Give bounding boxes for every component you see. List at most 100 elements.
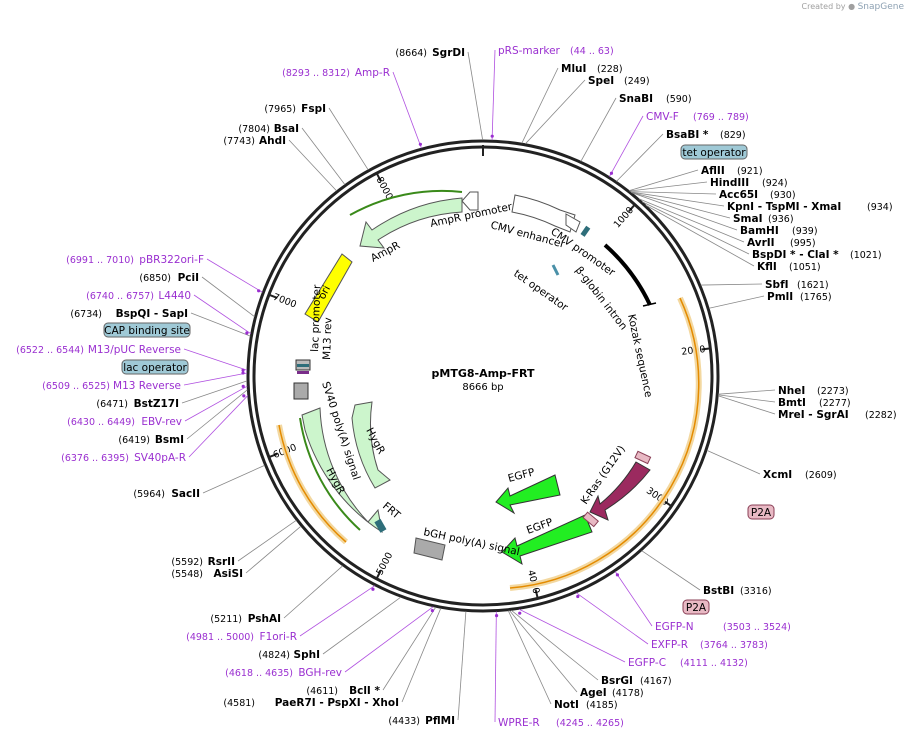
enzyme-position: (6471) xyxy=(96,399,128,410)
tick-mark xyxy=(701,347,710,351)
enzyme-leader-line xyxy=(718,395,776,415)
enzyme-leader-line xyxy=(706,450,761,475)
primer-position: (6430 .. 6449) xyxy=(67,417,135,428)
enzyme-position: (7804) xyxy=(238,124,270,135)
primer-label: F1ori-R xyxy=(260,631,297,643)
primer-position: (6522 .. 6544) xyxy=(16,345,84,356)
enzyme-position: (921) xyxy=(737,166,763,177)
primer-site-mark xyxy=(418,142,422,146)
enzyme-label: AvrII xyxy=(747,237,775,249)
enzyme-position: (4824) xyxy=(258,650,290,661)
enzyme-position: (6850) xyxy=(139,273,171,284)
enzyme-position: (4178) xyxy=(612,688,644,699)
feature-label-frt: FRT xyxy=(380,500,403,522)
enzyme-leader-line xyxy=(509,610,578,693)
frt-mark xyxy=(374,518,387,533)
enzyme-position: (5592) xyxy=(171,557,203,568)
tick-mark xyxy=(269,453,278,458)
primer-site-mark xyxy=(430,609,434,613)
enzyme-label: NheI xyxy=(778,385,805,397)
enzyme-label: SmaI xyxy=(733,213,763,225)
enzyme-leader-line xyxy=(186,389,248,440)
p2a-label-upper: P2A xyxy=(751,507,772,519)
p2a-mark-lower xyxy=(582,511,599,528)
primer-site-mark xyxy=(609,171,614,175)
enzyme-position: (1621) xyxy=(797,280,829,291)
enzyme-leader-line xyxy=(708,295,765,309)
enzyme-leader-line xyxy=(201,276,255,317)
enzyme-label: PaeR7I - PspXI - XhoI xyxy=(275,697,399,709)
enzyme-position: (6734) xyxy=(70,309,102,320)
enzyme-position: (4433) xyxy=(388,716,420,727)
primer-label: EGFP-C xyxy=(628,657,666,669)
enzyme-position: (8664) xyxy=(395,48,427,59)
tick-label: 7000 xyxy=(271,292,298,311)
primer-position: (44 .. 63) xyxy=(570,46,614,57)
hygr-arrow-outer xyxy=(301,407,383,534)
ampr-promoter-arrow xyxy=(461,191,479,211)
enzyme-position: (228) xyxy=(597,64,623,75)
tick-mark xyxy=(534,589,539,598)
primer-position: (6740 .. 6757) xyxy=(86,291,154,302)
enzyme-leader-line xyxy=(457,611,467,721)
primer-label: WPRE-R xyxy=(498,717,540,729)
enzyme-position: (590) xyxy=(666,94,692,105)
enzyme-leader-line xyxy=(629,181,708,192)
ampr-orf-line xyxy=(349,189,463,216)
p2a-box-lower xyxy=(682,599,710,615)
enzyme-label: XcmI xyxy=(763,469,792,481)
p2a-mark-upper xyxy=(634,450,652,465)
primer-position: (6509 .. 6525) xyxy=(42,381,110,392)
primer-label: SV40pA-R xyxy=(134,452,186,464)
enzyme-leader-line xyxy=(467,51,484,141)
enzyme-position: (924) xyxy=(762,178,788,189)
enzyme-label: FspI xyxy=(301,103,326,115)
enzyme-leader-line xyxy=(645,204,755,267)
tet-operator-mark xyxy=(580,225,591,237)
primer-label: BGH-rev xyxy=(298,667,342,679)
primer-site-mark xyxy=(241,371,245,375)
enzyme-label: KpnI - TspMI - XmaI xyxy=(727,201,841,213)
enzyme-leader-line xyxy=(382,607,437,691)
m13-mark xyxy=(297,371,309,374)
p2a-box-upper xyxy=(747,504,775,520)
enzyme-position: (939) xyxy=(792,226,818,237)
enzyme-leader-line xyxy=(700,283,763,286)
primer-site-mark xyxy=(576,594,580,599)
enzyme-leader-line xyxy=(525,79,586,145)
enzyme-position: (995) xyxy=(790,238,816,249)
enzyme-position: (5211) xyxy=(210,614,242,625)
cap-binding-box xyxy=(103,322,191,338)
enzyme-position: (1765) xyxy=(800,292,832,303)
snapgene-logo-icon: ● xyxy=(848,2,856,11)
enzyme-position: (7965) xyxy=(264,104,296,115)
enzyme-label: MreI - SgrAI xyxy=(778,409,849,421)
enzyme-leader-line xyxy=(631,191,731,219)
enzyme-leader-line xyxy=(328,107,369,171)
primer-leader-line xyxy=(392,71,422,149)
enzyme-label: BsrGI xyxy=(601,675,633,687)
enzyme-leader-line xyxy=(507,610,552,705)
primer-leader-line xyxy=(193,294,252,335)
primer-position: (4981 .. 5000) xyxy=(186,632,254,643)
feature-label-ori: ori xyxy=(316,284,333,302)
primer-label: CMV-F xyxy=(646,111,679,123)
primer-site-mark xyxy=(494,614,499,618)
enzyme-label: BamHI xyxy=(740,225,779,237)
enzyme-label: BstBI xyxy=(703,585,734,597)
enzyme-label: PshAI xyxy=(248,613,281,625)
tick-mark xyxy=(269,294,278,299)
primer-label: EXFP-R xyxy=(651,639,688,651)
enzyme-position: (2277) xyxy=(819,398,851,409)
enzyme-leader-line xyxy=(631,192,738,231)
hygr-arrow-inner xyxy=(351,401,391,489)
brand-name: SnapGene xyxy=(857,2,904,12)
enzyme-leader-line xyxy=(629,169,699,192)
enzyme-position: (5964) xyxy=(133,489,165,500)
primer-position: (3764 .. 3783) xyxy=(700,640,768,651)
primer-position: (4618 .. 4635) xyxy=(225,668,293,679)
enzyme-label: BspQI - SapI xyxy=(116,308,188,320)
lac-operator-mark xyxy=(297,364,309,367)
enzyme-position: (2609) xyxy=(805,470,837,481)
